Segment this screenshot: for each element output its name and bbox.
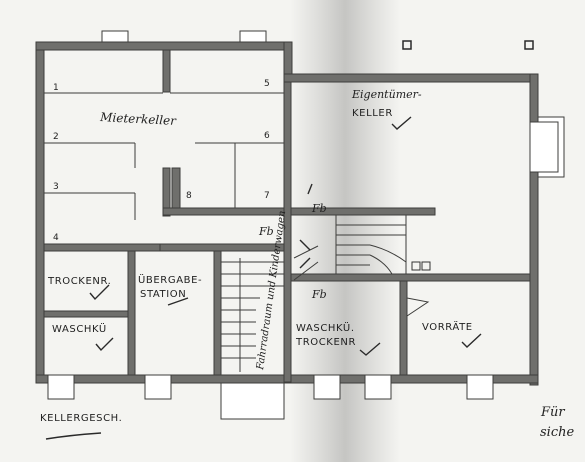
compartment-partitions — [44, 92, 284, 220]
label-station: STATION — [140, 289, 186, 300]
stair-left — [221, 258, 284, 372]
cell-number-5: 5 — [264, 79, 270, 89]
label-waschkue-trocken: WASCHKÜ. — [296, 321, 355, 334]
marker-square — [524, 40, 534, 50]
marker-square — [402, 40, 412, 50]
label-keller: KELLER — [352, 108, 393, 119]
interior-walls — [43, 49, 531, 383]
check-marks — [45, 116, 482, 440]
fixture-box — [421, 261, 431, 271]
cell-number-3: 3 — [53, 182, 59, 192]
entrance-step — [220, 382, 285, 420]
label-trockenr-2: TROCKENR — [295, 337, 356, 348]
cell-number-2: 2 — [53, 132, 59, 142]
label-waschkue: WASCHKÜ — [52, 322, 107, 335]
door-swing — [293, 245, 319, 259]
cell-number-4: 4 — [53, 233, 59, 243]
label-mieterkeller: Mieterkeller — [99, 110, 178, 128]
stair-right — [335, 214, 407, 275]
label-trockenr: TROCKENR. — [47, 276, 111, 287]
door-swing — [406, 297, 430, 317]
label-uebergabe: ÜBERGABE- — [138, 273, 202, 286]
margin-note-line2: siche — [540, 425, 574, 440]
door-swing — [293, 261, 319, 281]
fb-marker: Fb — [311, 288, 327, 301]
fixture-box — [411, 261, 421, 271]
bottom-windows — [47, 374, 494, 400]
cell-number-6: 6 — [264, 131, 270, 141]
cell-number-7: 7 — [264, 191, 270, 201]
label-eigentuemer: Eigentümer- — [351, 88, 422, 101]
fb-marker: Fb — [311, 202, 327, 215]
margin-note-line1: Für — [540, 405, 565, 420]
cell-number-1: 1 — [53, 83, 59, 93]
bay-window-inner — [529, 121, 559, 173]
cell-number-8: 8 — [186, 191, 192, 201]
fb-marker: Fb — [258, 225, 274, 238]
label-kellergeschoss: KELLERGESCH. — [40, 413, 122, 424]
label-vorraete: VORRÄTE — [422, 320, 473, 333]
